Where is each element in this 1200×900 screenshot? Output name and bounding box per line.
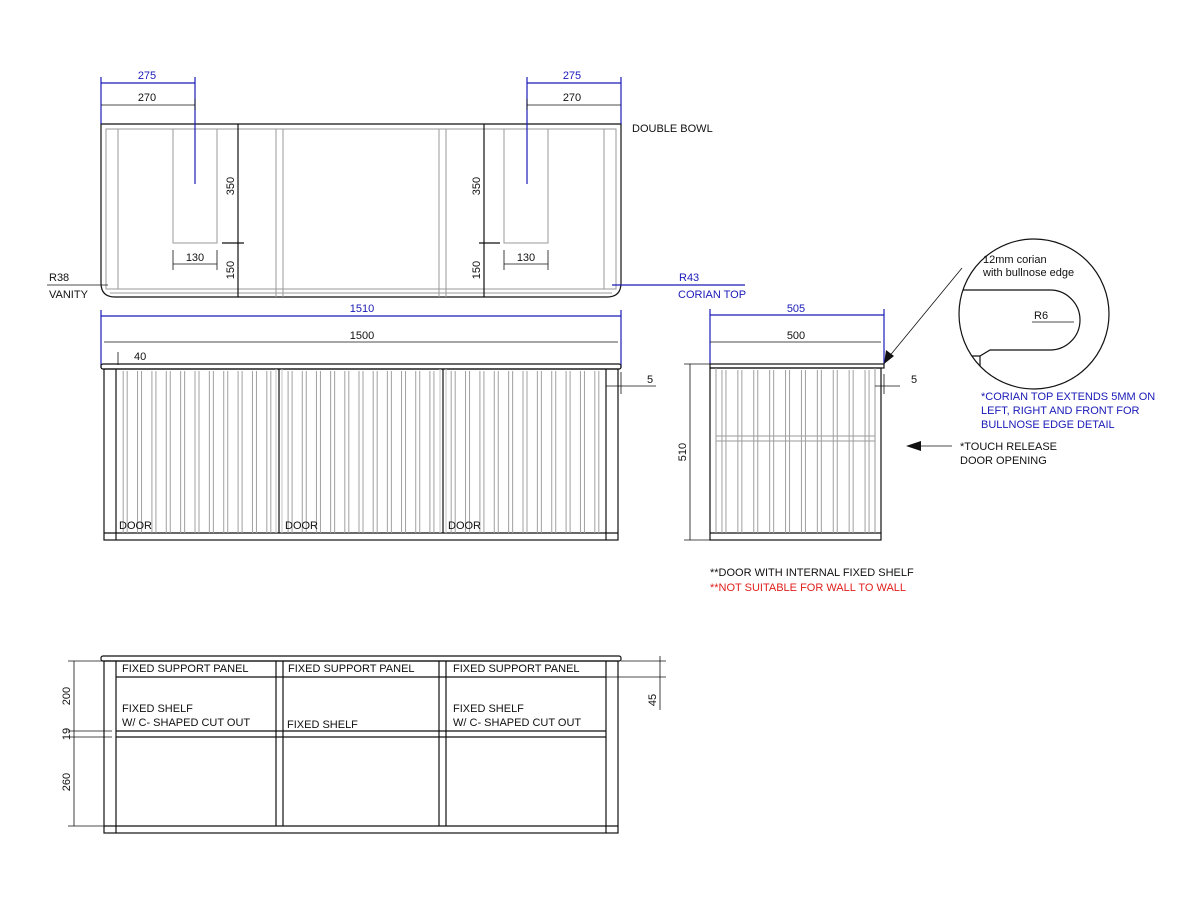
touch-note-line2: DOOR OPENING (960, 455, 1047, 467)
front-dim-cabinet-width: 1500 (350, 330, 374, 342)
side-corian-top (709, 363, 885, 369)
front-corian-top (100, 363, 622, 370)
touch-release-arrowhead (906, 441, 921, 451)
right-bowl-outline (503, 128, 549, 244)
plan-title: DOUBLE BOWL (632, 123, 713, 135)
plan-inner-outline (105, 128, 617, 290)
plan-dim-right-outer: 275 (563, 70, 581, 82)
internal-body (103, 660, 619, 834)
plan-view: 275 270 275 270 DOUBLE BOWL 350 350 150 … (47, 70, 746, 301)
internal-dim-upper: 200 (61, 687, 73, 705)
internal-dim-lower: 260 (61, 773, 73, 791)
wall-note: **NOT SUITABLE FOR WALL TO WALL (710, 582, 906, 594)
shelf-left-line1: FIXED SHELF (122, 703, 193, 715)
shelf-mid: FIXED SHELF (287, 719, 358, 731)
panel-label-3: FIXED SUPPORT PANEL (453, 663, 580, 675)
detail-slab-profile (959, 289, 1081, 357)
side-elevation: 505 500 510 5 *TOUCH RELEASE DOOR OPENIN… (677, 303, 1057, 541)
plan-dim-bowl-width-left: 130 (186, 252, 204, 264)
internal-dim-panel: 45 (647, 694, 659, 706)
shelf-left-line2: W/ C- SHAPED CUT OUT (122, 717, 250, 729)
plan-dim-bowl-width-right: 130 (517, 252, 535, 264)
door-label-3: DOOR (448, 520, 481, 532)
panel-label-2: FIXED SUPPORT PANEL (288, 663, 415, 675)
shelf-note: **DOOR WITH INTERNAL FIXED SHELF (710, 567, 914, 579)
side-dim-cabinet-depth: 500 (787, 330, 805, 342)
plan-dim-bowl-depth-left: 350 (225, 177, 237, 195)
bullnose-detail: R6 12mm corian with bullnose edge *CORIA… (884, 238, 1155, 431)
front-dim-inset: 40 (134, 351, 146, 363)
front-door-fluting (122, 371, 600, 533)
side-door-fluting (721, 370, 870, 533)
front-cabinet-body (103, 368, 619, 541)
plan-vanity-label: VANITY (49, 289, 89, 301)
side-dim-top-depth: 505 (787, 303, 805, 315)
shelf-right-line1: FIXED SHELF (453, 703, 524, 715)
plan-radius-vanity: R38 (49, 272, 69, 284)
plan-dim-left-inner: 270 (138, 92, 156, 104)
side-dim-top-thickness: 5 (911, 374, 917, 386)
plan-dim-right-inner: 270 (563, 92, 581, 104)
plan-radius-top: R43 (679, 272, 699, 284)
detail-line2: with bullnose edge (982, 267, 1074, 279)
shelf-right-line2: W/ C- SHAPED CUT OUT (453, 717, 581, 729)
front-dim-top-thickness: 5 (647, 374, 653, 386)
detail-leader-arrowhead (884, 350, 894, 364)
detail-line1: 12mm corian (983, 254, 1047, 266)
plan-dim-front-left: 150 (225, 261, 237, 279)
front-dim-top-width: 1510 (350, 303, 374, 315)
plan-dim-bowl-depth-right: 350 (471, 177, 483, 195)
detail-note-line3: BULLNOSE EDGE DETAIL (981, 419, 1115, 431)
internal-dim-shelf: 19 (61, 728, 73, 740)
plan-dim-front-right: 150 (471, 261, 483, 279)
detail-note-line1: *CORIAN TOP EXTENDS 5MM ON (981, 391, 1155, 403)
touch-note-line1: *TOUCH RELEASE (960, 441, 1057, 453)
internal-top (100, 655, 622, 662)
detail-note-line2: LEFT, RIGHT AND FRONT FOR (981, 405, 1140, 417)
door-label-1: DOOR (119, 520, 152, 532)
internal-elevation: FIXED SUPPORT PANEL FIXED SUPPORT PANEL … (61, 655, 666, 834)
detail-radius: R6 (1034, 310, 1048, 322)
detail-circle (958, 238, 1110, 390)
door-label-2: DOOR (285, 520, 318, 532)
side-cabinet-body (709, 367, 882, 541)
panel-label-1: FIXED SUPPORT PANEL (122, 663, 249, 675)
side-dim-height: 510 (677, 443, 689, 461)
front-elevation: 1510 1500 40 DOOR DOOR DOOR 5 (100, 303, 656, 541)
plan-dim-left-outer: 275 (138, 70, 156, 82)
plan-top-label: CORIAN TOP (678, 289, 746, 301)
plan-top-outline (100, 123, 622, 298)
